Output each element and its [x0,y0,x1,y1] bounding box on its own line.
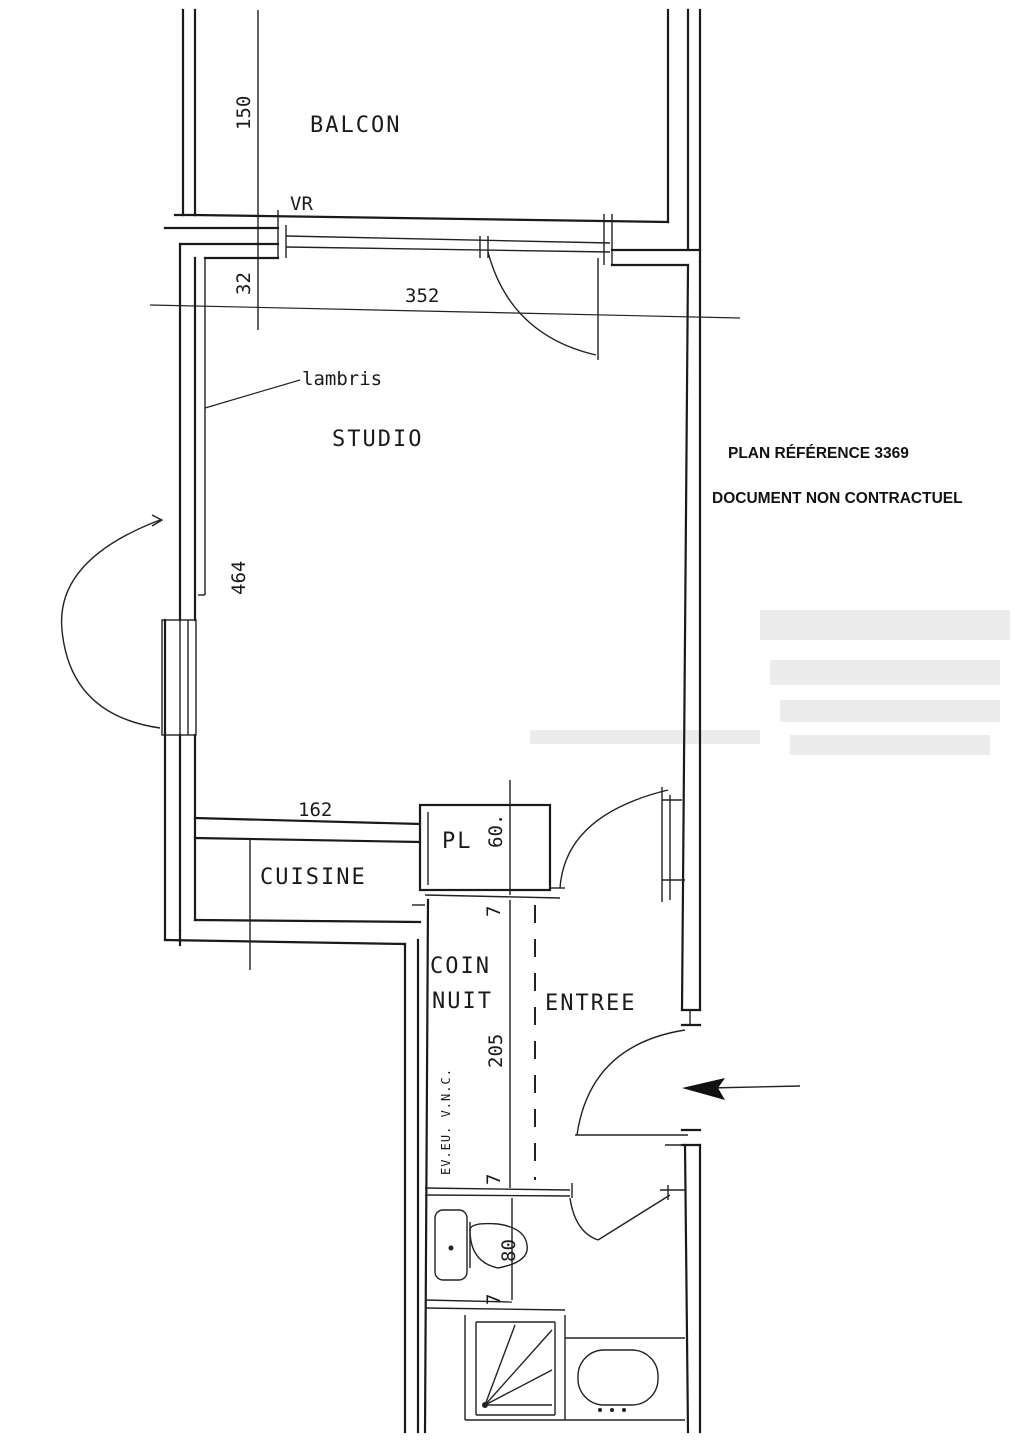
wc-walls [424,1198,566,1311]
dimension-32: 32 [233,272,255,295]
annotation-vr: VR [290,193,313,215]
dimension-205: 205 [485,1034,507,1068]
dimension-162: 162 [298,799,332,821]
kitchen-walls [163,816,425,970]
annotation-evac: EV.EU. V.N.C. [439,1068,453,1175]
scan-ghost [530,610,1010,755]
dimension-150: 150 [233,96,255,130]
dimension-352: 352 [405,285,439,307]
room-label-pl: PL [442,829,473,854]
plan-disclaimer: DOCUMENT NON CONTRACTUEL [712,490,963,507]
closet-walls [418,780,561,899]
dimension-464: 464 [228,561,250,595]
room-label-entree: ENTREE [545,991,636,1016]
room-label-balcon: BALCON [310,113,401,138]
studio-door [550,789,669,889]
plan-reference: PLAN RÉFÉRENCE 3369 [728,445,909,462]
entrance-walls [403,898,801,1434]
room-label-studio: STUDIO [332,427,423,452]
bathtub-icon [577,1349,659,1406]
sink-icon [434,1209,468,1281]
room-label-coin-nuit-1: COIN [430,954,491,979]
dimension-80: 80 [498,1239,520,1262]
dimension-7-mid: 7 [483,1174,505,1185]
dimension-7-low: 7 [483,1294,505,1305]
shower-icon [482,1324,553,1408]
bathroom-walls [464,1315,685,1421]
annotation-lambris: lambris [302,368,382,390]
studio-walls [60,210,741,1012]
room-label-coin-nuit-2: NUIT [432,989,493,1014]
dimension-7-top: 7 [483,906,505,917]
balcony-outline [173,8,702,330]
room-label-cuisine: CUISINE [260,865,367,890]
toilet-icon [469,1222,528,1269]
dimension-60: 60. [485,814,507,848]
